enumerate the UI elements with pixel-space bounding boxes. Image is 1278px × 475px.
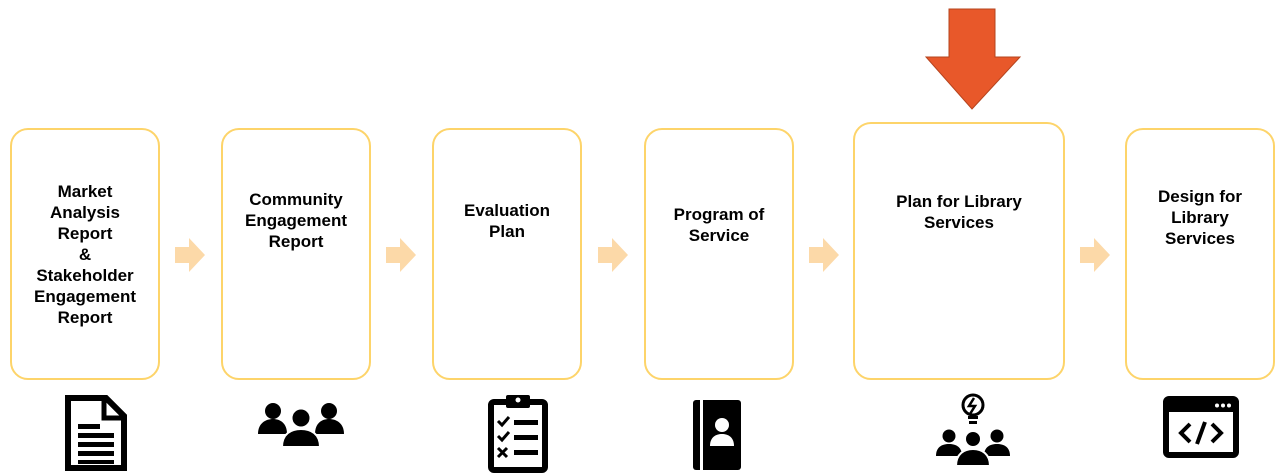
connector-arrow-icon [1080, 238, 1110, 272]
connector-arrow-icon [175, 238, 205, 272]
step-label: Program of Service [673, 205, 765, 245]
step-program-of-service: Program of Service [644, 128, 794, 380]
step-label: Evaluation Plan [464, 201, 550, 241]
code-window-icon [1163, 396, 1239, 458]
people-group-icon [258, 403, 344, 448]
idea-team-icon [936, 393, 1010, 467]
step-label: Community Engagement Report [244, 189, 348, 251]
step-market-analysis-report: Market Analysis Report & Stakeholder Eng… [10, 128, 160, 380]
contact-book-icon [693, 400, 741, 470]
step-label: Design for Library Services [1157, 186, 1243, 248]
current-step-pointer-arrow [924, 8, 1022, 110]
connector-arrow-icon [809, 238, 839, 272]
step-design-for-library-services: Design for Library Services [1125, 128, 1275, 380]
connector-arrow-icon [598, 238, 628, 272]
document-icon [65, 395, 127, 471]
checklist-icon [488, 395, 548, 473]
step-community-engagement-report: Community Engagement Report [221, 128, 371, 380]
step-label: Plan for Library Services [896, 192, 1022, 232]
step-label: Market Analysis Report & Stakeholder Eng… [33, 181, 137, 327]
connector-arrow-icon [386, 238, 416, 272]
step-plan-for-library-services: Plan for Library Services [853, 122, 1065, 380]
step-evaluation-plan: Evaluation Plan [432, 128, 582, 380]
